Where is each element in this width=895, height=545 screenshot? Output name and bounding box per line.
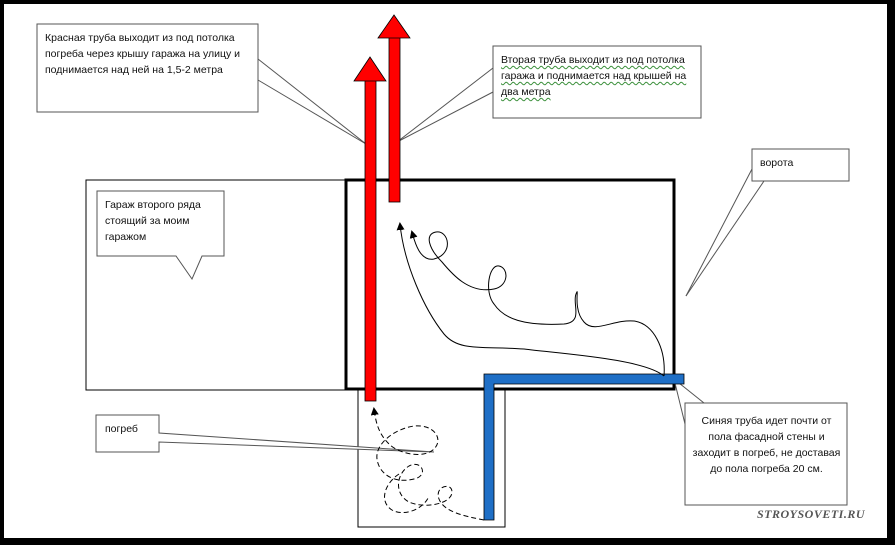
leader-red-pipe-1 <box>257 58 367 145</box>
callout-blue-pipe-text: Синяя труба идет почти от пола фасадной … <box>692 415 841 475</box>
my-garage-outline <box>344 178 676 391</box>
garage-air-flow <box>409 230 665 377</box>
leader-gate-2 <box>685 180 765 297</box>
callout-gate-text: ворота <box>760 157 794 169</box>
cellar-outline <box>357 388 506 528</box>
callout-gate: ворота <box>760 155 845 171</box>
callout-neighbor-garage-text: Гараж второго ряда стоящий за моим гараж… <box>105 199 201 243</box>
callout-red-pipe-text: Красная труба выходит из под потолка пог… <box>45 32 241 76</box>
leader-blue-pipe-1 <box>673 378 686 425</box>
leader-second-pipe-1 <box>396 67 494 143</box>
callout-neighbor-garage: Гараж второго ряда стоящий за моим гараж… <box>105 197 223 245</box>
callout-box-gate <box>751 148 850 182</box>
callout-second-pipe: Вторая труба выходит из под потолка гара… <box>501 52 696 100</box>
red-pipe-garage-arrowhead <box>377 14 411 39</box>
red-pipe-garage <box>388 36 401 203</box>
leader-second-pipe-2 <box>396 91 494 143</box>
diagram-canvas: Красная труба выходит из под потолка пог… <box>4 4 887 538</box>
cellar-air-flow-2 <box>384 473 430 514</box>
cellar-air-flow <box>370 407 485 521</box>
callout-cellar: погреб <box>105 421 165 437</box>
callout-bubble-cellar <box>95 414 435 453</box>
callout-box-red-pipe <box>36 23 259 113</box>
callout-box-second-pipe <box>492 45 702 119</box>
callout-box-blue-pipe <box>684 402 848 506</box>
callout-red-pipe: Красная труба выходит из под потолка пог… <box>45 30 255 78</box>
red-pipe-cellar-arrowhead <box>353 56 387 82</box>
callout-cellar-text: погреб <box>105 423 138 435</box>
callout-bubble-neighbor-garage <box>96 190 225 281</box>
leader-gate-1 <box>685 168 753 297</box>
garage-air-flow-return <box>396 222 665 377</box>
ventilation-diagram <box>36 14 850 528</box>
callout-second-pipe-text: Вторая труба выходит из под потолка гара… <box>501 54 687 98</box>
watermark: STROYSOVETI.RU <box>756 507 865 521</box>
blue-pipe <box>483 373 685 521</box>
leader-red-pipe-2 <box>257 79 367 145</box>
red-pipe-cellar <box>364 79 377 402</box>
callout-blue-pipe: Синяя труба идет почти от пола фасадной … <box>689 413 844 477</box>
